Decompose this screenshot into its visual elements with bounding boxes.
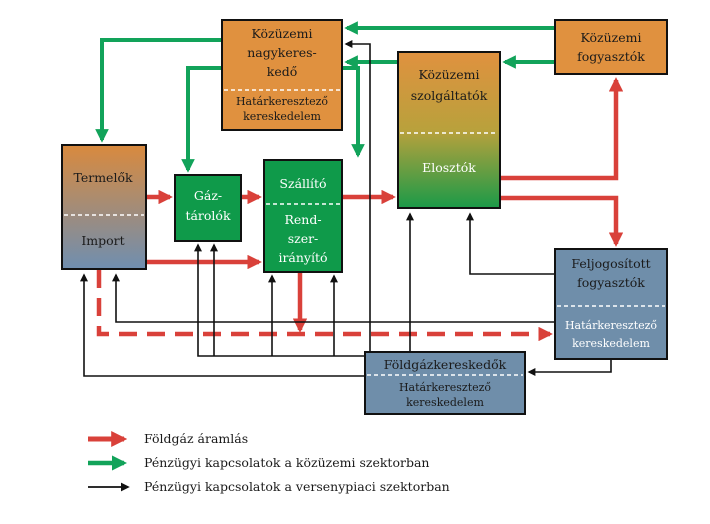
legend-item-competitive-finance: Pénzügyi kapcsolatok a versenypiaci szek… [88, 479, 450, 494]
szolg-line-1: Közüzemi [419, 67, 480, 82]
nagyker-line-2: nagykeres- [247, 45, 317, 60]
node-kozuzemi-szolgaltatok: Közüzemi szolgáltatók Elosztók [397, 51, 501, 209]
szallito-line-1: Szállító [279, 176, 326, 191]
nagyker-line-1: Közüzemi [252, 26, 313, 41]
foldgaz-line-1: Földgázkereskedők [384, 357, 507, 372]
szolg-line-2: szolgáltatók [411, 88, 488, 103]
gaz-line-2: tárolók [185, 208, 231, 223]
foldgaz-sub-1: Határkeresztező [399, 381, 491, 394]
szallito-sub-2: szer- [288, 231, 319, 246]
legend: Földgáz áramlás Pénzügyi kapcsolatok a k… [88, 430, 450, 494]
termelok-line-1: Termelők [73, 170, 133, 185]
legend-item-gas-flow: Földgáz áramlás [88, 430, 248, 448]
fogy-line-2: fogyasztók [577, 49, 645, 64]
node-termelok: Termelők Import [61, 144, 147, 270]
public-money-arrows [95, 21, 554, 173]
node-kozuzemi-nagykereskedo: Közüzemi nagykeres- kedő Határkeresztező… [221, 19, 343, 131]
legend-label-competitive-finance: Pénzügyi kapcsolatok a versenypiaci szek… [144, 479, 450, 494]
szolg-sub-1: Elosztók [422, 160, 476, 175]
feljog-line-1: Feljogosított [571, 256, 650, 271]
node-foldgazkereskedok: Földgázkereskedők Határkeresztező keresk… [364, 351, 526, 415]
node-kozuzemi-fogyasztok: Közüzemi fogyasztók [554, 19, 668, 75]
competitive-money-arrows [80, 40, 612, 377]
szallito-sub-3: irányító [278, 250, 327, 265]
node-szallito: Szállító Rend- szer- irányító [263, 159, 343, 273]
feljog-line-2: fogyasztók [577, 275, 645, 290]
fogy-line-1: Közüzemi [581, 30, 642, 45]
nagyker-sub-2: kereskedelem [243, 110, 321, 123]
node-gaztarolok: Gáz- tárolók [174, 174, 242, 242]
termelok-sub-1: Import [81, 233, 124, 248]
nagyker-line-3: kedő [267, 64, 298, 79]
feljog-sub-2: kereskedelem [572, 337, 650, 350]
nagyker-sub-1: Határkeresztező [236, 95, 328, 108]
foldgaz-sub-2: kereskedelem [406, 396, 484, 409]
gas-flow-arrows [96, 77, 624, 342]
gaz-line-1: Gáz- [194, 188, 222, 203]
node-feljogositott: Feljogosított fogyasztók Határkeresztező… [554, 248, 668, 360]
legend-label-gas-flow: Földgáz áramlás [144, 431, 248, 446]
legend-item-public-finance: Pénzügyi kapcsolatok a közüzemi szektorb… [88, 455, 429, 471]
feljog-sub-1: Határkeresztező [565, 319, 657, 332]
legend-label-public-finance: Pénzügyi kapcsolatok a közüzemi szektorb… [144, 455, 429, 470]
szallito-sub-1: Rend- [284, 212, 321, 227]
